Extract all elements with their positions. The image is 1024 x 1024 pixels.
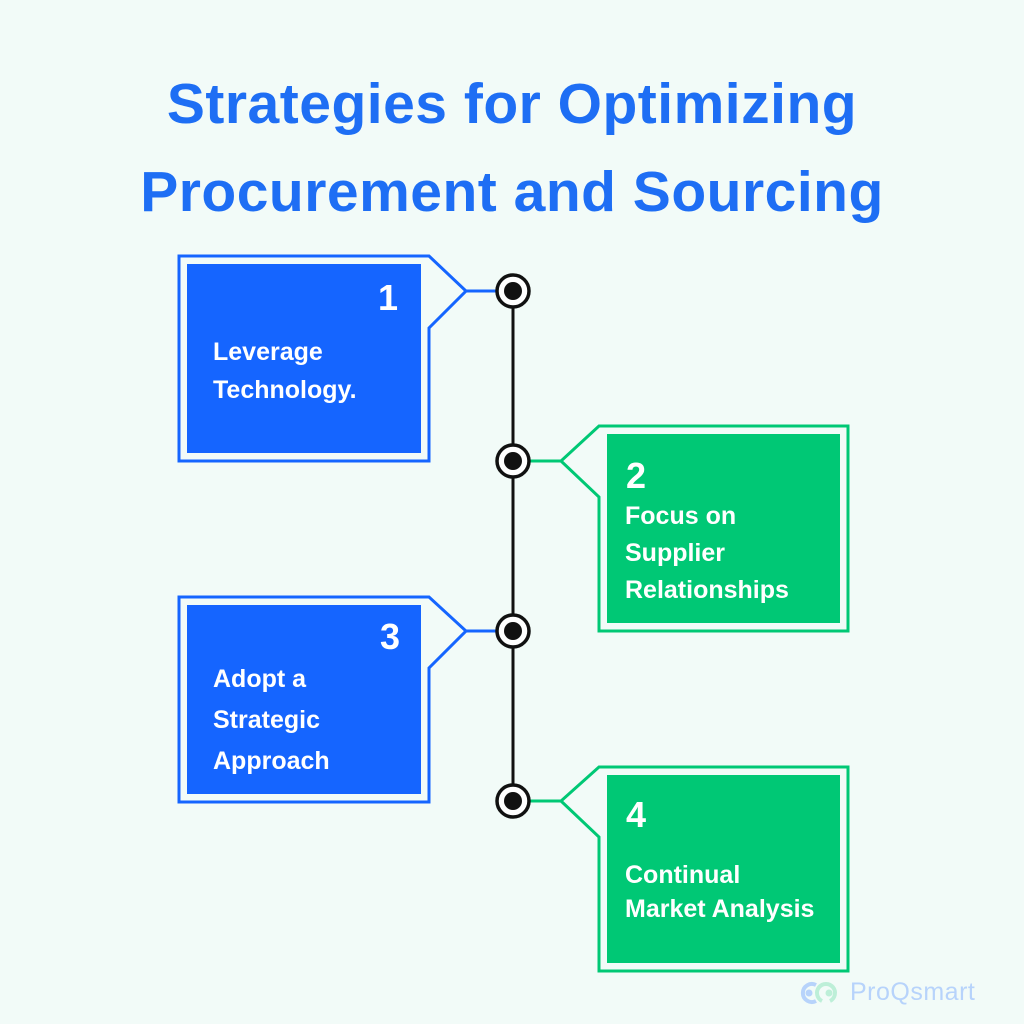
label-line: Market Analysis xyxy=(625,895,815,923)
label-line: Focus on xyxy=(625,502,737,530)
step-2-label: Focus on Supplier Relationships xyxy=(625,498,789,609)
step-1-card xyxy=(177,254,500,463)
page-title: Strategies for Optimizing Procurement an… xyxy=(0,60,1024,236)
label-line: Adopt a xyxy=(213,665,307,693)
proqsmart-logo-icon xyxy=(800,981,837,1004)
step-3-card xyxy=(177,595,500,804)
label-line: Relationships xyxy=(625,576,789,604)
step-3-label: Adopt a Strategic Approach xyxy=(213,659,330,782)
step-1-number: 1 xyxy=(377,277,398,318)
step-4-card xyxy=(526,765,850,973)
label-line: Continual xyxy=(625,861,741,889)
step-3-number: 3 xyxy=(379,616,400,657)
label-line: Technology. xyxy=(213,376,357,404)
brand-logo: ProQsmart xyxy=(796,978,975,1007)
title-line-1: Strategies for Optimizing xyxy=(166,72,858,136)
step-4-label: Continual Market Analysis xyxy=(625,858,814,926)
label-line: Strategic xyxy=(213,706,320,734)
timeline-node-3 xyxy=(495,613,531,649)
step-2-number: 2 xyxy=(626,455,647,496)
timeline-node-1 xyxy=(495,273,531,309)
title-line-2: Procurement and Sourcing xyxy=(140,160,884,224)
timeline-node-2 xyxy=(495,443,531,479)
brand-name: ProQsmart xyxy=(850,978,976,1006)
timeline-node-4 xyxy=(495,783,531,819)
label-line: Approach xyxy=(213,747,330,775)
step-1-label: Leverage Technology. xyxy=(213,333,357,409)
step-4-number: 4 xyxy=(626,794,647,835)
label-line: Supplier xyxy=(625,539,726,567)
label-line: Leverage xyxy=(213,338,323,366)
step-2-card xyxy=(526,424,850,633)
